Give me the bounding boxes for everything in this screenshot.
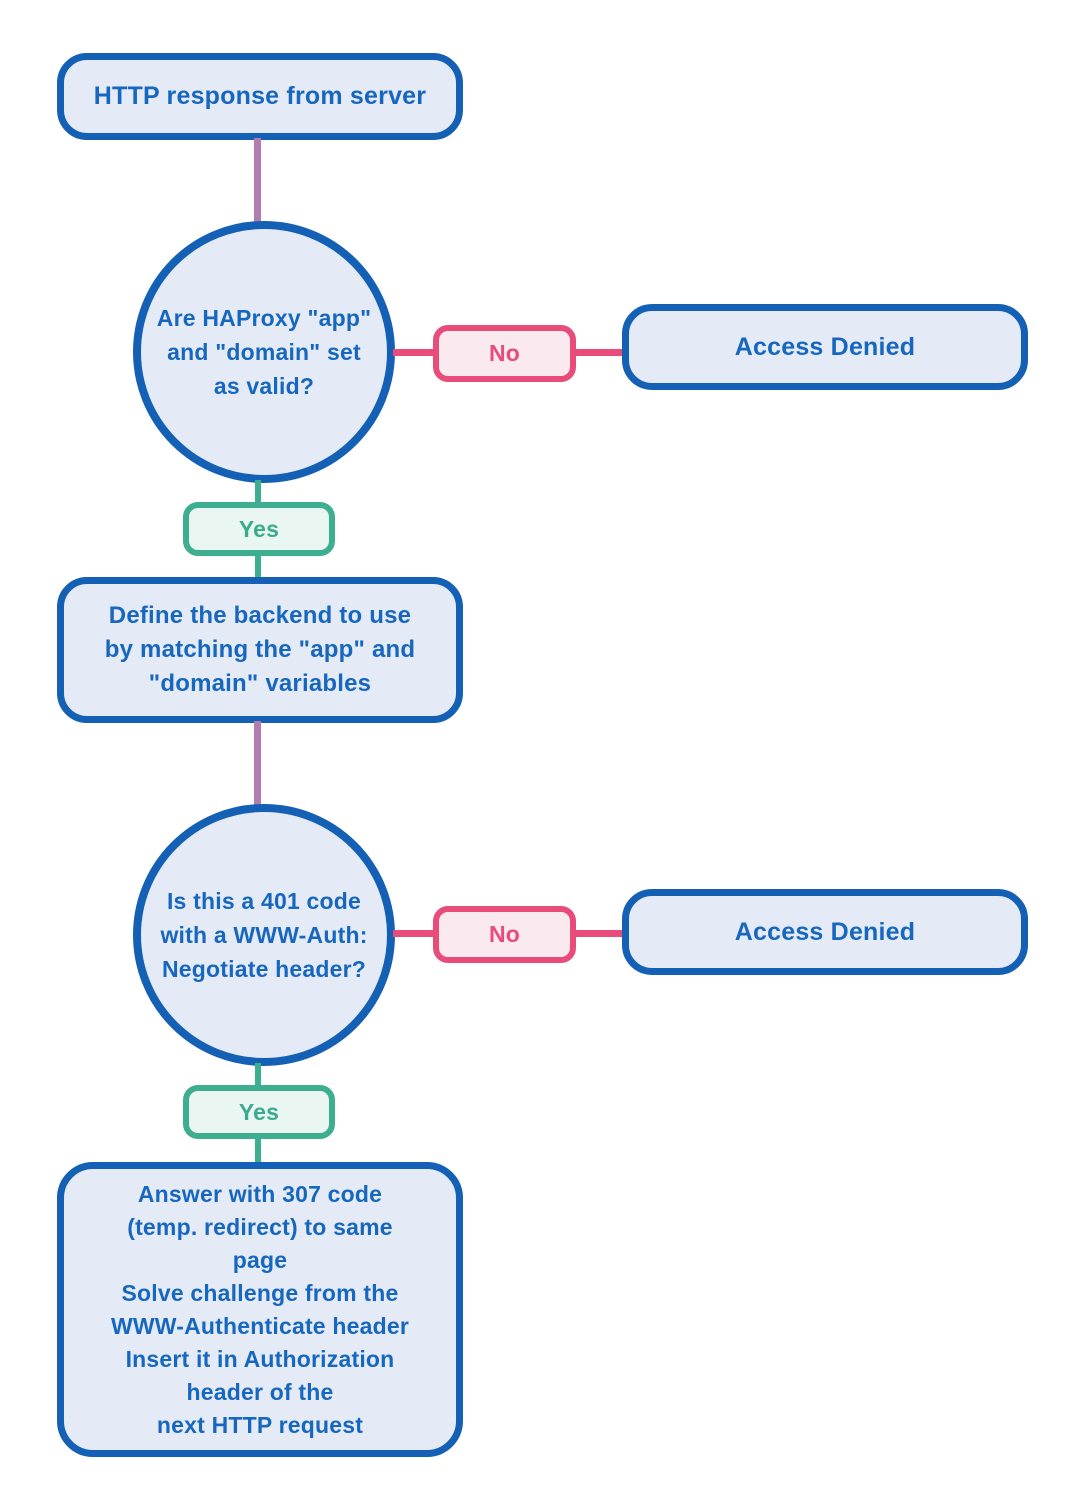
yes2-label: Yes	[238, 1098, 280, 1125]
edge-label-no-1: No	[433, 325, 576, 382]
connector-no2-to-access-denied2	[576, 930, 622, 937]
process1-label: Define the backend to use by matching th…	[104, 602, 416, 697]
terminal-node-access-denied-2: Access Denied	[622, 889, 1028, 975]
decision2-label: Is this a 401 code with a WWW-Auth: Nego…	[160, 888, 368, 982]
yes1-label: Yes	[238, 515, 280, 542]
decision-node-401-www-auth: Is this a 401 code with a WWW-Auth: Nego…	[133, 804, 395, 1066]
edge-label-yes-1: Yes	[183, 502, 335, 556]
connector-decision2-to-yes2	[255, 1063, 261, 1086]
process-node-307-redirect-solve-challenge: Answer with 307 code (temp. redirect) to…	[57, 1162, 463, 1457]
start-node-label: HTTP response from server	[93, 82, 427, 110]
process2-label: Answer with 307 code (temp. redirect) to…	[110, 1180, 410, 1438]
terminal-node-access-denied-1: Access Denied	[622, 304, 1028, 390]
connector-no1-to-access-denied1	[576, 349, 622, 356]
process-node-define-backend: Define the backend to use by matching th…	[57, 577, 463, 723]
decision1-label: Are HAProxy "app" and "domain" set as va…	[156, 305, 372, 399]
connector-decision1-to-no1	[393, 349, 433, 356]
edge-label-no-2: No	[433, 906, 576, 963]
connector-decision1-to-yes1	[255, 480, 261, 503]
connector-start-to-decision1	[254, 138, 261, 224]
connector-yes2-to-process2	[255, 1138, 261, 1163]
start-node-http-response: HTTP response from server	[57, 53, 463, 140]
connector-decision2-to-no2	[393, 930, 433, 937]
access-denied2-label: Access Denied	[734, 917, 916, 946]
connector-yes1-to-process1	[255, 555, 261, 578]
no1-label: No	[488, 340, 521, 366]
access-denied1-label: Access Denied	[734, 332, 916, 361]
decision-node-haproxy-vars-valid: Are HAProxy "app" and "domain" set as va…	[133, 221, 395, 483]
no2-label: No	[488, 921, 521, 947]
connector-process1-to-decision2	[254, 721, 261, 805]
edge-label-yes-2: Yes	[183, 1085, 335, 1139]
